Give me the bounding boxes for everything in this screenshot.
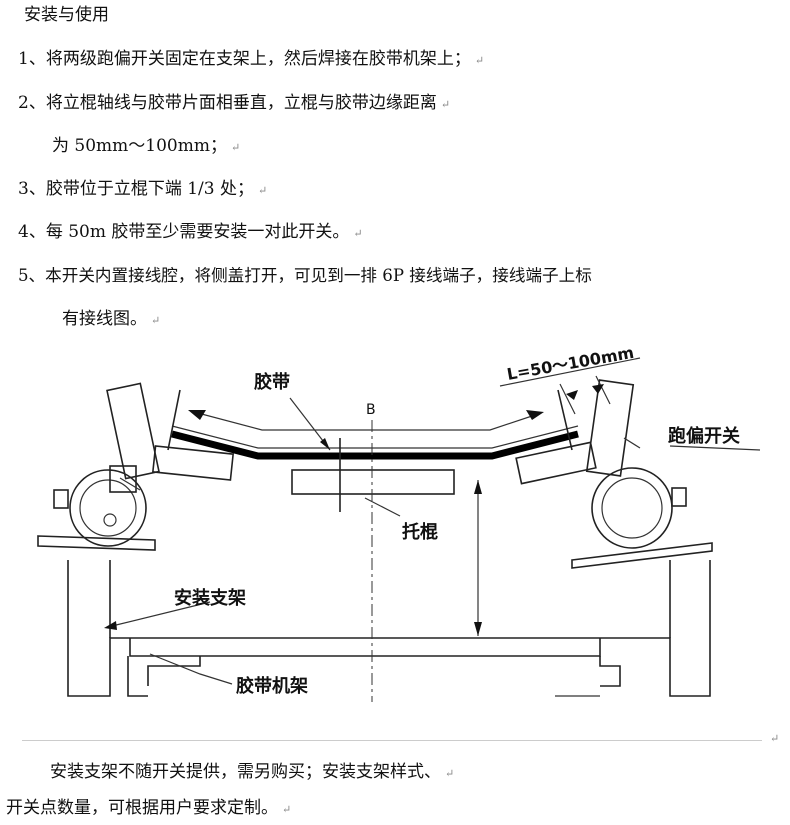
right-base-plate <box>571 542 713 569</box>
return-mark: ↵ <box>353 227 363 240</box>
instruction-item-3: 3、胶带位于立棍下端 1/3 处；↵ <box>18 179 268 199</box>
rollers <box>151 441 597 495</box>
label-bracket: 安装支架 <box>174 587 246 609</box>
section-heading: 安装与使用 <box>24 5 109 25</box>
label-frame: 胶带机架 <box>236 675 308 697</box>
divider <box>22 740 762 741</box>
height-dimension <box>474 480 482 636</box>
return-mark: ↵ <box>440 98 451 111</box>
return-mark: ↵ <box>151 314 161 327</box>
note-line-1: 安装支架不随开关提供，需另购买；安装支架样式、↵ <box>50 762 455 782</box>
return-mark: ↵ <box>230 141 241 154</box>
left-base-plate <box>37 535 156 551</box>
return-mark: ↵ <box>770 732 780 745</box>
return-mark: ↵ <box>257 184 268 197</box>
label-belt: 胶带 <box>254 371 290 393</box>
instruction-item-2-cont: 为 50mm～100mm；↵ <box>52 136 241 156</box>
installation-diagram: 胶带 B L=50～100mm 跑偏开关 托棍 安装支架 胶带机架 <box>37 343 761 702</box>
instruction-item-5: 5、本开关内置接线腔，将侧盖打开，可见到一排 6P 接线端子，接线端子上标 <box>18 266 592 285</box>
return-mark: ↵ <box>282 803 292 816</box>
instruction-item-5-cont: 有接线图。↵ <box>62 309 161 329</box>
right-deviation-switch <box>585 379 687 549</box>
left-deviation-switch <box>53 382 160 547</box>
bracket-frame <box>67 560 711 697</box>
return-mark: ↵ <box>445 767 455 780</box>
l-dimension <box>499 357 641 415</box>
label-deviation-switch: 跑偏开关 <box>668 425 740 447</box>
return-mark: ↵ <box>474 54 485 67</box>
note-line-2: 开关点数量，可根据用户要求定制。↵ <box>6 798 292 818</box>
instruction-item-1: 1、将两级跑偏开关固定在支架上，然后焊接在胶带机架上；↵ <box>18 49 485 69</box>
label-dimension: L=50～100mm <box>505 343 635 384</box>
label-roller: 托棍 <box>402 521 438 543</box>
instruction-item-2: 2、将立棍轴线与胶带片面相垂直，立棍与胶带边缘距离↵ <box>18 93 451 113</box>
conveyor-belt <box>167 389 579 460</box>
label-b: B <box>366 402 376 418</box>
instruction-item-4: 4、每 50m 胶带至少需要安装一对此开关。↵ <box>18 222 363 242</box>
